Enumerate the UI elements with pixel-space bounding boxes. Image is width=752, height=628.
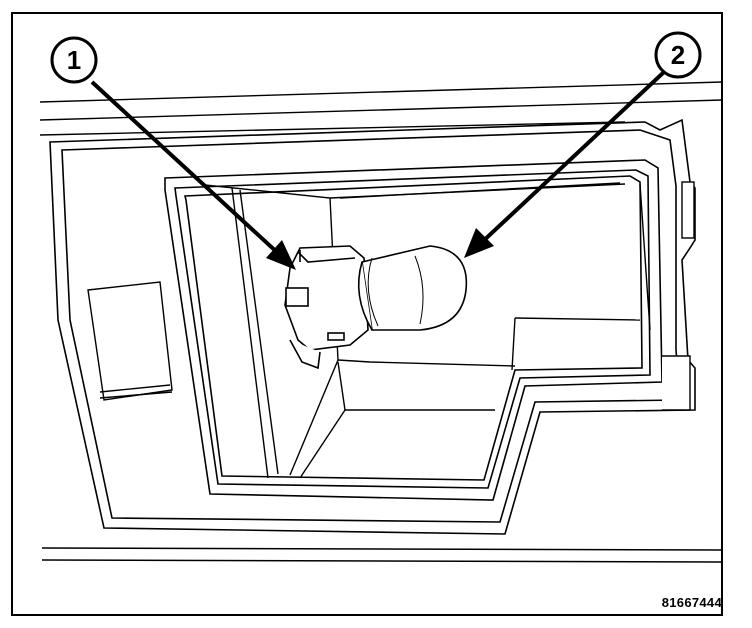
callout-1-leader xyxy=(90,80,282,257)
panel-edges xyxy=(39,81,723,563)
callout-2: 2 xyxy=(654,31,702,79)
bulb xyxy=(357,245,468,331)
callout-arrows xyxy=(90,70,666,270)
callout-2-label: 2 xyxy=(671,40,685,70)
callout-1: 1 xyxy=(50,36,98,84)
side-bracket xyxy=(662,181,695,411)
callout-1-label: 1 xyxy=(67,45,81,75)
callout-2-arrowhead xyxy=(464,228,494,258)
bulb-socket xyxy=(284,245,369,370)
lamp-housing xyxy=(49,118,696,535)
callout-1-arrowhead xyxy=(266,240,296,270)
callout-2-circle xyxy=(654,31,702,79)
figure-id: 81667444 xyxy=(661,595,722,610)
mounting-tab xyxy=(87,281,173,401)
callout-1-circle xyxy=(50,36,98,84)
callout-2-leader xyxy=(478,70,666,246)
